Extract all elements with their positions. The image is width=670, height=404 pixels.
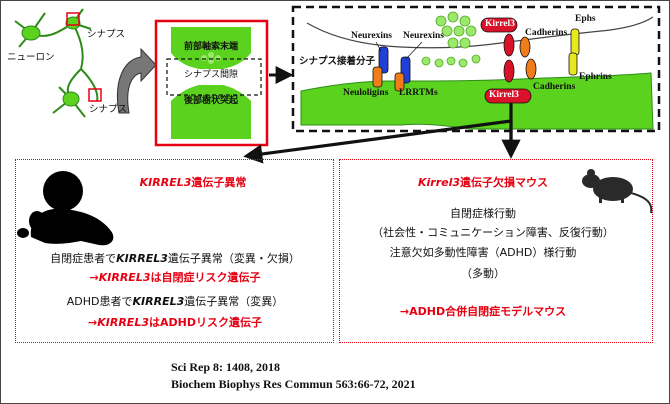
synapse-label-top: シナプス: [87, 29, 126, 40]
synapse-label-bottom: シナプス: [89, 104, 128, 115]
right-line-adhd-detail: （多動）: [461, 267, 505, 280]
right-line-adhd-behavior: 注意欠如多動性障害（ADHD）様行動: [389, 246, 577, 259]
left-line-autism-finding: 自閉症患者でKIRREL3遺伝子異常（変異・欠損）: [50, 252, 300, 265]
kirrel3-label-bottom: Kirrel3: [489, 90, 519, 100]
baby-silhouette: [17, 171, 114, 246]
neuron-cell-body-3: [62, 91, 80, 107]
mouse-silhouette: [582, 169, 653, 214]
cadherins-label-bottom: Cadherins: [533, 82, 576, 92]
left-line-autism-conclusion: →KIRREL3は自閉症リスク遺伝子: [89, 271, 261, 284]
right-conclusion: →ADHD合併自閉症モデルマウス: [399, 305, 567, 318]
neuron-cell-body-2: [65, 16, 81, 30]
neurexins-label-1: Neurexins: [351, 31, 392, 41]
ephrins-label: Ephrins: [579, 72, 612, 82]
neurexins-label-2: Neurexins: [403, 31, 444, 41]
arrow-to-left-panel: [243, 119, 512, 164]
reference-2: Biochem Biophys Res Commun 563:66-72, 20…: [171, 377, 416, 391]
synapse-zoom: [154, 19, 269, 147]
neuron-overview: [14, 8, 102, 118]
synapse-highlight-bottom: [88, 88, 102, 102]
synaptic-cleft-label: シナプス間隙: [183, 70, 239, 80]
synapse-detail: [300, 11, 654, 130]
left-line-adhd-finding: ADHD患者でKIRREL3遺伝子異常（変異）: [66, 295, 284, 308]
left-line-adhd-conclusion: →KIRREL3はADHDリスク遺伝子: [88, 316, 262, 329]
right-panel-mouse-model: [339, 159, 653, 343]
right-line-autism-behavior: 自閉症様行動: [450, 207, 516, 220]
presynaptic-label: 前部軸索末端: [183, 42, 239, 52]
ephs-label: Ephs: [575, 14, 596, 24]
cadherins-label-top: Cadherins: [525, 28, 568, 38]
kirrel3-label-top: Kirrel3: [485, 19, 515, 29]
reference-1: Sci Rep 8: 1408, 2018: [171, 360, 280, 374]
right-line-autism-detail: （社会性・コミュニケーション障害、反復行動）: [372, 226, 614, 239]
synapse-highlight-top: [66, 12, 80, 26]
neuroligins-label: Neuloligins: [343, 88, 389, 98]
postsynaptic-label: 後部樹状突起: [183, 96, 239, 106]
left-panel-title: KIRREL3遺伝子異常: [139, 176, 247, 189]
left-panel-human-genetics: [15, 159, 334, 343]
neuron-label: ニューロン: [7, 52, 55, 63]
adhesion-molecule-label: シナプス接着分子: [299, 56, 376, 67]
neuron-cell-body-1: [21, 25, 41, 41]
lrrtms-label: LRRTMs: [399, 88, 438, 98]
right-panel-title: Kirrel3遺伝子欠損マウス: [417, 176, 549, 189]
